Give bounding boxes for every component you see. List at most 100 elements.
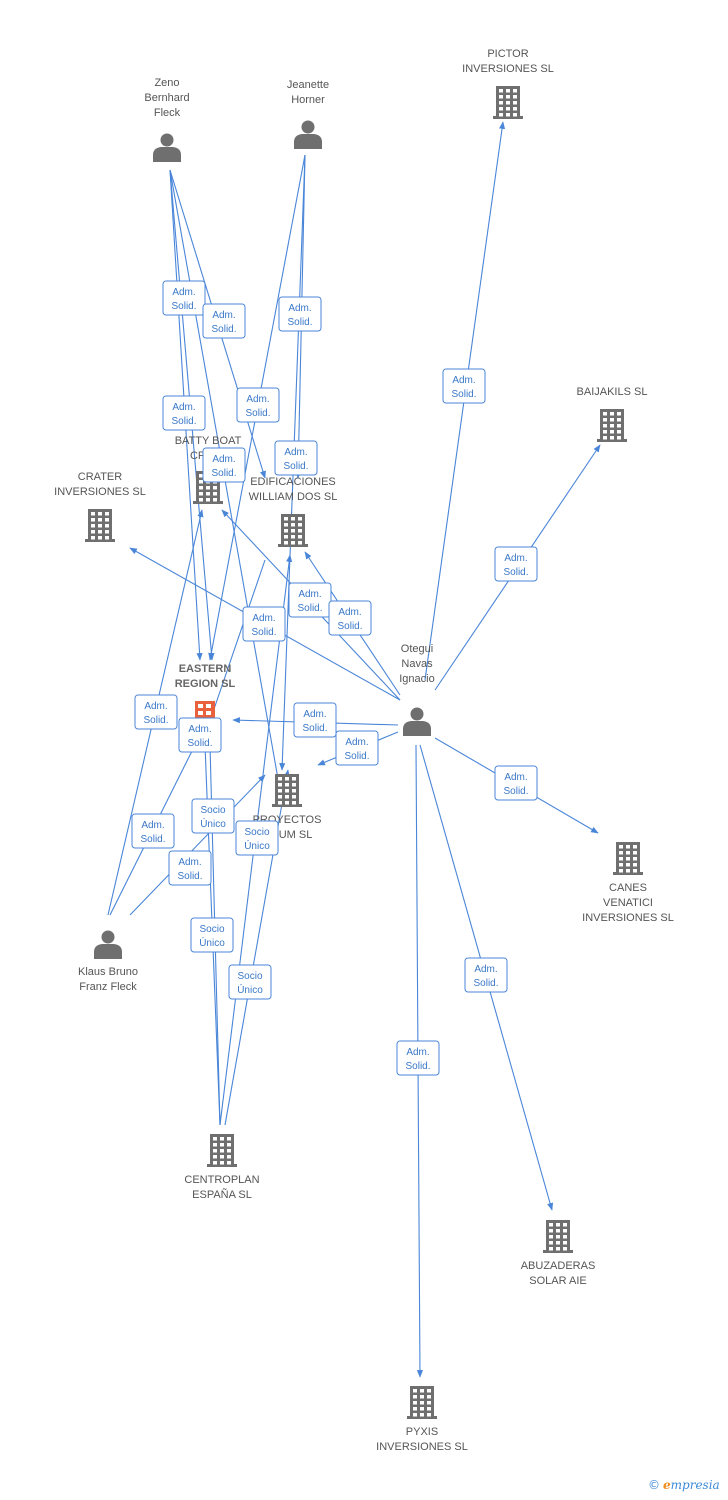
node-label: BAIJAKILS SL [577, 386, 648, 398]
edge-label-box [228, 964, 272, 1000]
building-icon [195, 701, 215, 719]
node-label: SOLAR AIE [529, 1275, 586, 1287]
edge-label-box [162, 395, 206, 431]
edge-label-box [396, 1040, 440, 1076]
edge-label-box [328, 600, 372, 636]
node-label: PICTOR [487, 48, 528, 60]
edge-label-text: Adm. [338, 607, 361, 618]
copyright-symbol: © [648, 1478, 660, 1492]
node-label: Zeno [154, 77, 179, 89]
edge-label[interactable]: Adm. Solid. [396, 1040, 440, 1076]
edge-label-text: Socio [237, 971, 262, 982]
edge-label[interactable]: Adm.Solid. [168, 850, 212, 886]
edge-label[interactable]: Adm.Solid. [288, 582, 332, 618]
edge-label-text: Solid. [503, 567, 528, 578]
edge-label-text: Único [200, 817, 226, 830]
edge-label[interactable]: Adm.Solid. [464, 957, 508, 993]
building-icon [543, 1220, 573, 1253]
edge-label-text: Adm. [144, 701, 167, 712]
edge-label[interactable]: Adm.Solid. [335, 730, 379, 766]
node-label: BATTY BOAT [175, 435, 242, 447]
node-label: REGION SL [175, 678, 236, 690]
edge-label-box [162, 280, 206, 316]
edge-label-text: Solid. [211, 324, 236, 335]
edge-label[interactable]: Adm.Solid. [162, 395, 206, 431]
edge-label-box [178, 717, 222, 753]
edge-label-text: Único [237, 983, 263, 996]
edge-label-text: Solid. [187, 738, 212, 749]
edge-label[interactable]: Adm.Solid. [202, 303, 246, 339]
edge-label[interactable]: Adm. Solid. [293, 702, 337, 738]
node-label: Bernhard [144, 92, 189, 104]
node-eastern[interactable]: EASTERN REGION SL [175, 663, 236, 719]
node-abuzaderas[interactable]: ABUZADERAS SOLAR AIE [521, 1220, 596, 1287]
edge-label-text: Solid. [405, 1061, 430, 1072]
edge-label-text: Solid. [140, 834, 165, 845]
edge-label-text: Único [199, 936, 225, 949]
person-icon [403, 707, 431, 736]
edge-label-text: Adm. [288, 303, 311, 314]
edge-label-text: Adm. [452, 375, 475, 386]
edge-label-text: Solid. [143, 715, 168, 726]
edge-label[interactable]: Adm.Solid. [274, 440, 318, 476]
node-label: EASTERN [179, 663, 232, 675]
node-label: Horner [291, 94, 325, 106]
node-label: ESPAÑA SL [192, 1188, 252, 1201]
edge-label-text: Adm. [303, 709, 326, 720]
edge-label-box [335, 730, 379, 766]
edge-label-text: Adm. [406, 1047, 429, 1058]
edge-label-text: Adm. [345, 737, 368, 748]
edge-label-text: Adm. [252, 613, 275, 624]
edge-label[interactable]: Adm.Solid. [494, 765, 538, 801]
edge-label[interactable]: Adm.Solid. [236, 387, 280, 423]
edge-label-text: Solid. [245, 408, 270, 419]
node-baijakils[interactable]: BAIJAKILS SL [577, 386, 648, 442]
edge-label[interactable]: Adm. Solid. [178, 717, 222, 753]
empresia-watermark[interactable]: ©empresia [648, 1478, 720, 1492]
edge-label[interactable]: Adm.Solid. [494, 546, 538, 582]
edge-label-text: Adm. [141, 820, 164, 831]
edge-label[interactable]: Adm.Solid. [442, 368, 486, 404]
edge-label[interactable]: Adm.Solid. [202, 447, 246, 483]
building-icon [597, 409, 627, 442]
edge-label-text: Solid. [211, 468, 236, 479]
edge-label-text: Solid. [177, 871, 202, 882]
edge-label[interactable]: Adm. Solid. [242, 606, 286, 642]
edge-label-text: Solid. [302, 723, 327, 734]
node-label: INVERSIONES SL [462, 63, 554, 75]
edge-label[interactable]: Adm. Solid. [134, 694, 178, 730]
node-label: EDIFICACIONES [250, 476, 336, 488]
edge-label[interactable]: Adm. Solid. [131, 813, 175, 849]
person-icon [153, 133, 181, 162]
edge-label[interactable]: Adm.Solid. [278, 296, 322, 332]
edge-label-box [242, 606, 286, 642]
node-label: INVERSIONES SL [376, 1441, 468, 1453]
edge-label-text: Solid. [171, 301, 196, 312]
edge-label[interactable]: Adm.Solid. [328, 600, 372, 636]
node-pictor[interactable]: PICTOR INVERSIONES SL [462, 48, 554, 119]
node-label: INVERSIONES SL [582, 912, 674, 924]
building-icon [407, 1386, 437, 1419]
edge-label-text: Adm. [188, 724, 211, 735]
edge-label-text: Solid. [171, 416, 196, 427]
edge-label-text: Solid. [297, 603, 322, 614]
node-label: Jeanette [287, 79, 329, 91]
edge-label[interactable]: Adm.Solid. [162, 280, 206, 316]
edge-label-text: Único [244, 839, 270, 852]
edge-label-box [464, 957, 508, 993]
edge-label-text: Solid. [251, 627, 276, 638]
node-label: ABUZADERAS [521, 1260, 596, 1272]
